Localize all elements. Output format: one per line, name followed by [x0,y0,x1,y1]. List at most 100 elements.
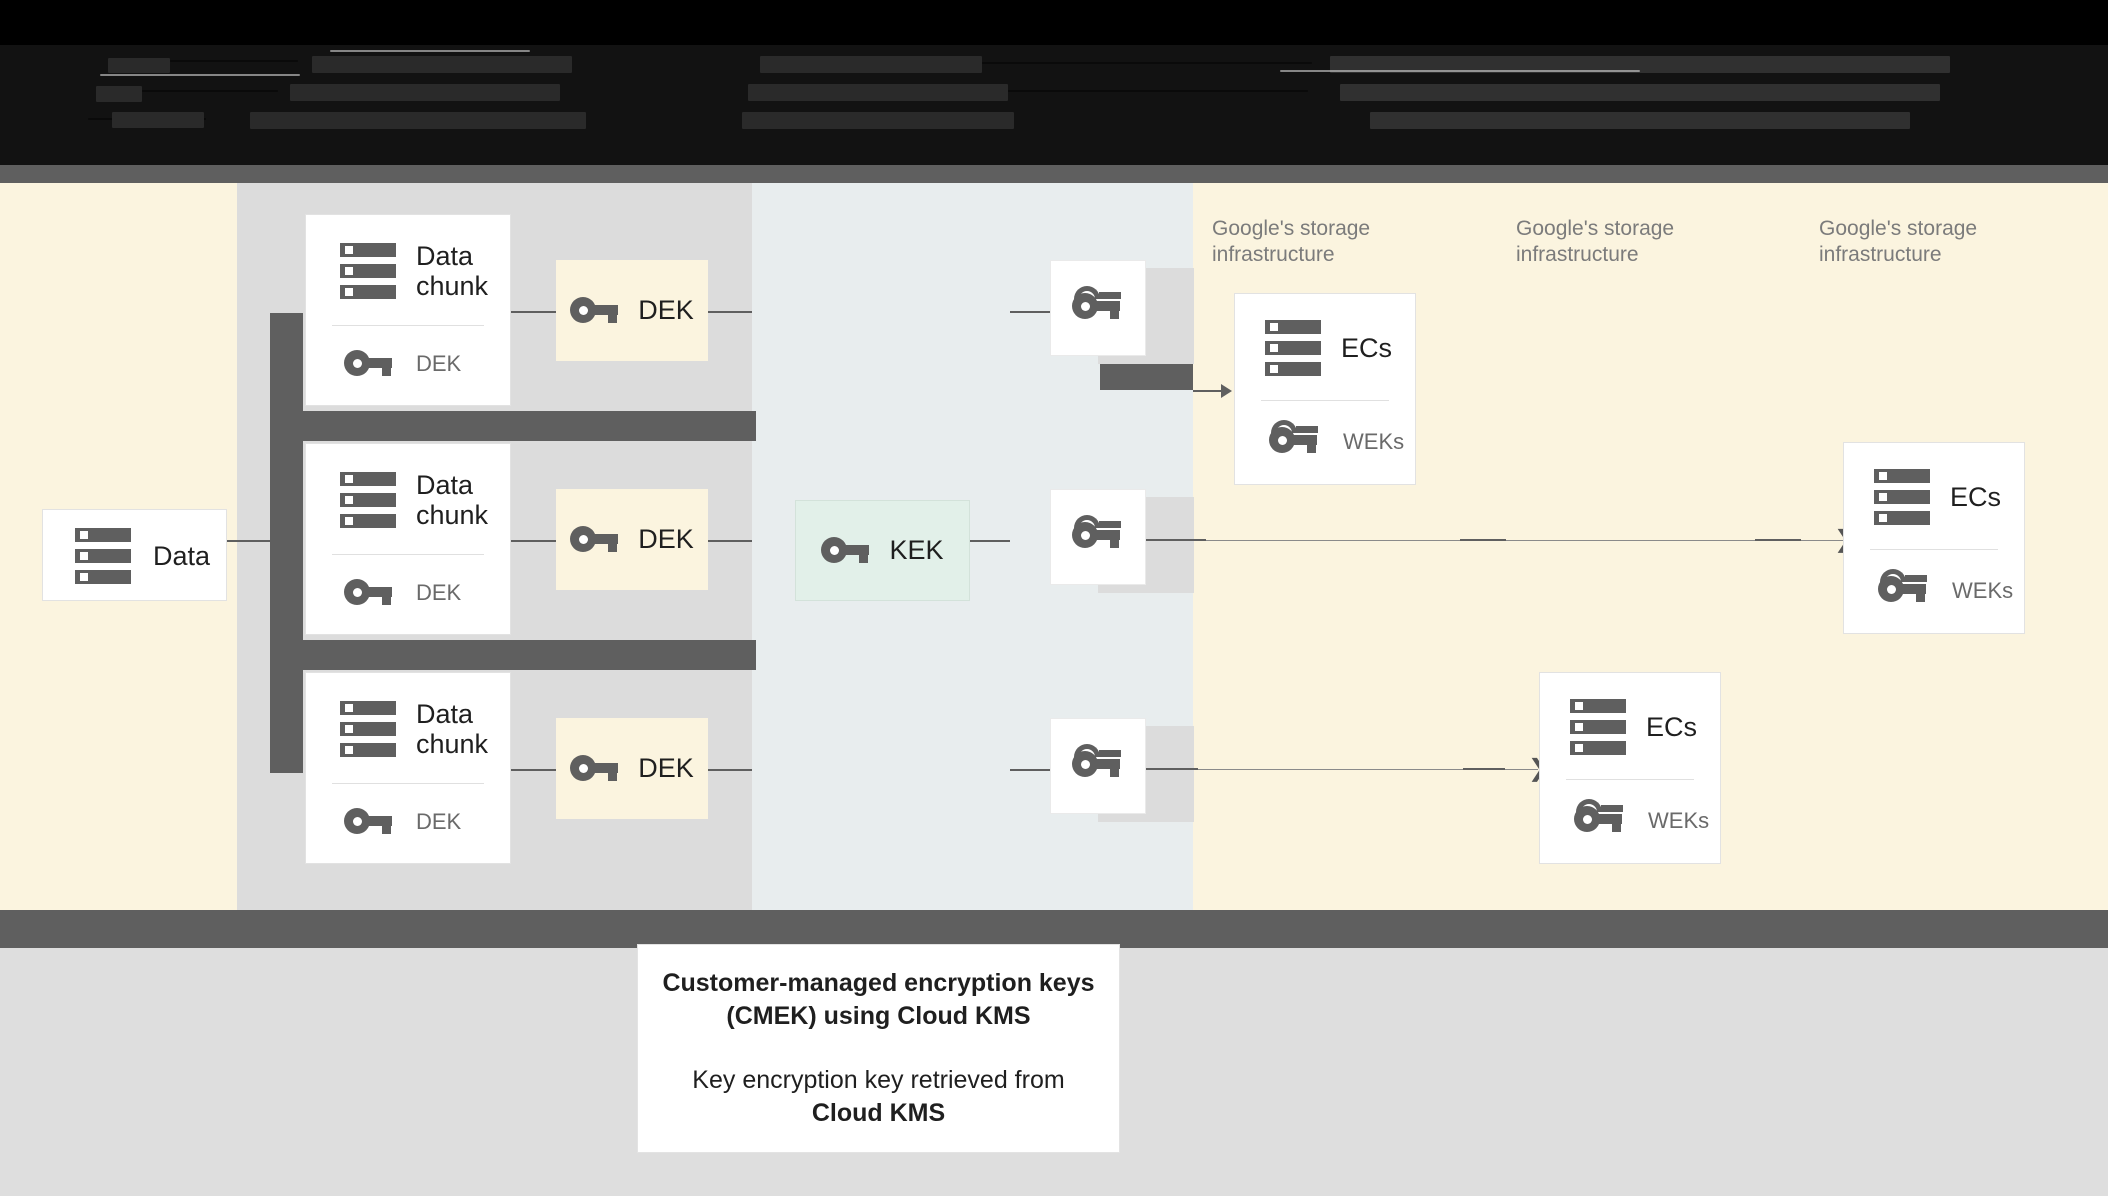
dek-box[interactable]: DEK [556,489,708,590]
ecs-card[interactable]: ECs WEKs [1234,293,1416,485]
top-divider-bar [0,165,2108,183]
caption-heading-line2: (CMEK) using Cloud KMS [726,1002,1031,1030]
legend-glyph [1330,56,1950,73]
bottom-divider-bar [0,910,2108,948]
card-divider [332,783,484,785]
storage-infra-label: Google's storage infrastructure [1212,217,1371,267]
server-icon [340,701,396,758]
arrow-line-row3 [1146,769,1538,770]
server-icon [1874,469,1930,525]
legend-glyph [312,56,572,73]
connector-dek-right [708,540,752,542]
fanout-bracket-stem [270,313,303,773]
ecs-key-label: WEKs [1343,429,1405,454]
key-icon [821,537,871,564]
wrapped-key-tile[interactable] [1050,718,1146,814]
legend-highlight [330,50,530,52]
connector-chunk-dek [511,769,556,771]
key-icon [570,526,620,553]
legend-glyph [250,112,586,129]
data-chunk-card[interactable]: Data chunk DEK [305,672,511,864]
key-icon [344,808,394,835]
arrow-line-row2-seg [1460,539,1506,541]
connector-chunk-dek [511,540,556,542]
chunk-key-label: DEK [416,808,462,834]
dek-label: DEK [638,753,694,783]
wrapped-key-tile[interactable] [1050,489,1146,585]
connector-kek-right [970,540,1010,542]
key-icon [570,755,620,782]
wrapped-key-icon [1072,515,1124,552]
key-icon [570,297,620,324]
legend-rule [142,90,278,92]
data-source-card[interactable]: Data [42,509,227,601]
chunk-title: Data chunk [416,241,489,302]
data-chunk-card[interactable]: Data chunk DEK [305,443,511,635]
arrow-head-row1 [1221,384,1232,398]
arrow-line-row3-seg [1463,768,1505,770]
dek-label: DEK [638,295,694,325]
arrow-line-row3-seg [1146,768,1198,770]
caption-body-line1: Key encryption key retrieved from [692,1065,1065,1094]
caption-body-line2: Cloud KMS [811,1099,946,1127]
kek-label: KEK [889,535,944,565]
wrapped-key-tile[interactable] [1050,260,1146,356]
server-icon [1570,699,1626,755]
card-divider [332,325,484,327]
legend-glyph [1340,84,1940,101]
card-divider [1566,779,1694,780]
card-divider [1261,400,1389,401]
legend-glyph [760,56,982,73]
card-divider [332,554,484,556]
legend-glyph [290,84,560,101]
wrapped-key-connector-stub [1100,360,1193,390]
data-chunk-card[interactable]: Data chunk DEK [305,214,511,406]
legend-rule [170,60,298,62]
connector-chunk-dek [511,311,556,313]
chunk-key-label: DEK [416,350,462,376]
top-black-bar [0,0,2108,45]
arrow-line-row1 [1193,390,1226,392]
server-icon [340,472,396,529]
legend-glyph [112,112,204,128]
caption-heading-line1: Customer-managed encryption keys [662,968,1095,997]
ecs-key-label: WEKs [1648,808,1710,833]
chunk-title: Data chunk [416,470,489,531]
chunk-title: Data chunk [416,699,489,760]
arrow-line-row2-seg [1755,539,1801,541]
connector-into-keytile [1010,769,1050,771]
ecs-title: ECs [1646,711,1698,742]
storage-infra-label: Google's storage infrastructure [1819,217,1978,267]
chunk-key-label: DEK [416,579,462,605]
legend-glyph [96,86,142,102]
key-icon [344,579,394,606]
connector-into-keytile [1010,311,1050,313]
fanout-bracket-arm [270,640,756,670]
wrapped-key-icon [1269,420,1321,457]
legend-rule [1008,90,1308,92]
server-icon [75,528,131,584]
storage-infra-label: Google's storage infrastructure [1516,217,1675,267]
connector-dek-right [708,769,752,771]
wrapped-key-icon [1072,744,1124,781]
ecs-card[interactable]: ECs WEKs [1539,672,1721,864]
legend-highlight [1280,70,1640,72]
fanout-bracket-arm [270,411,756,441]
legend-glyph [748,84,1008,101]
wrapped-key-icon [1574,799,1626,836]
ecs-key-label: WEKs [1952,578,2014,603]
key-icon [344,350,394,377]
server-icon [340,243,396,300]
kek-box[interactable]: KEK [795,500,970,601]
ecs-card[interactable]: ECs WEKs [1843,442,2025,634]
dek-box[interactable]: DEK [556,260,708,361]
ecs-title: ECs [1950,481,2002,512]
legend-highlight [100,74,300,76]
dek-label: DEK [638,524,694,554]
legend-glyph [742,112,1014,129]
dek-box[interactable]: DEK [556,718,708,819]
legend-rule [982,62,1312,64]
server-icon [1265,320,1321,376]
caption-box: Customer-managed encryption keys (CMEK) … [637,944,1120,1153]
